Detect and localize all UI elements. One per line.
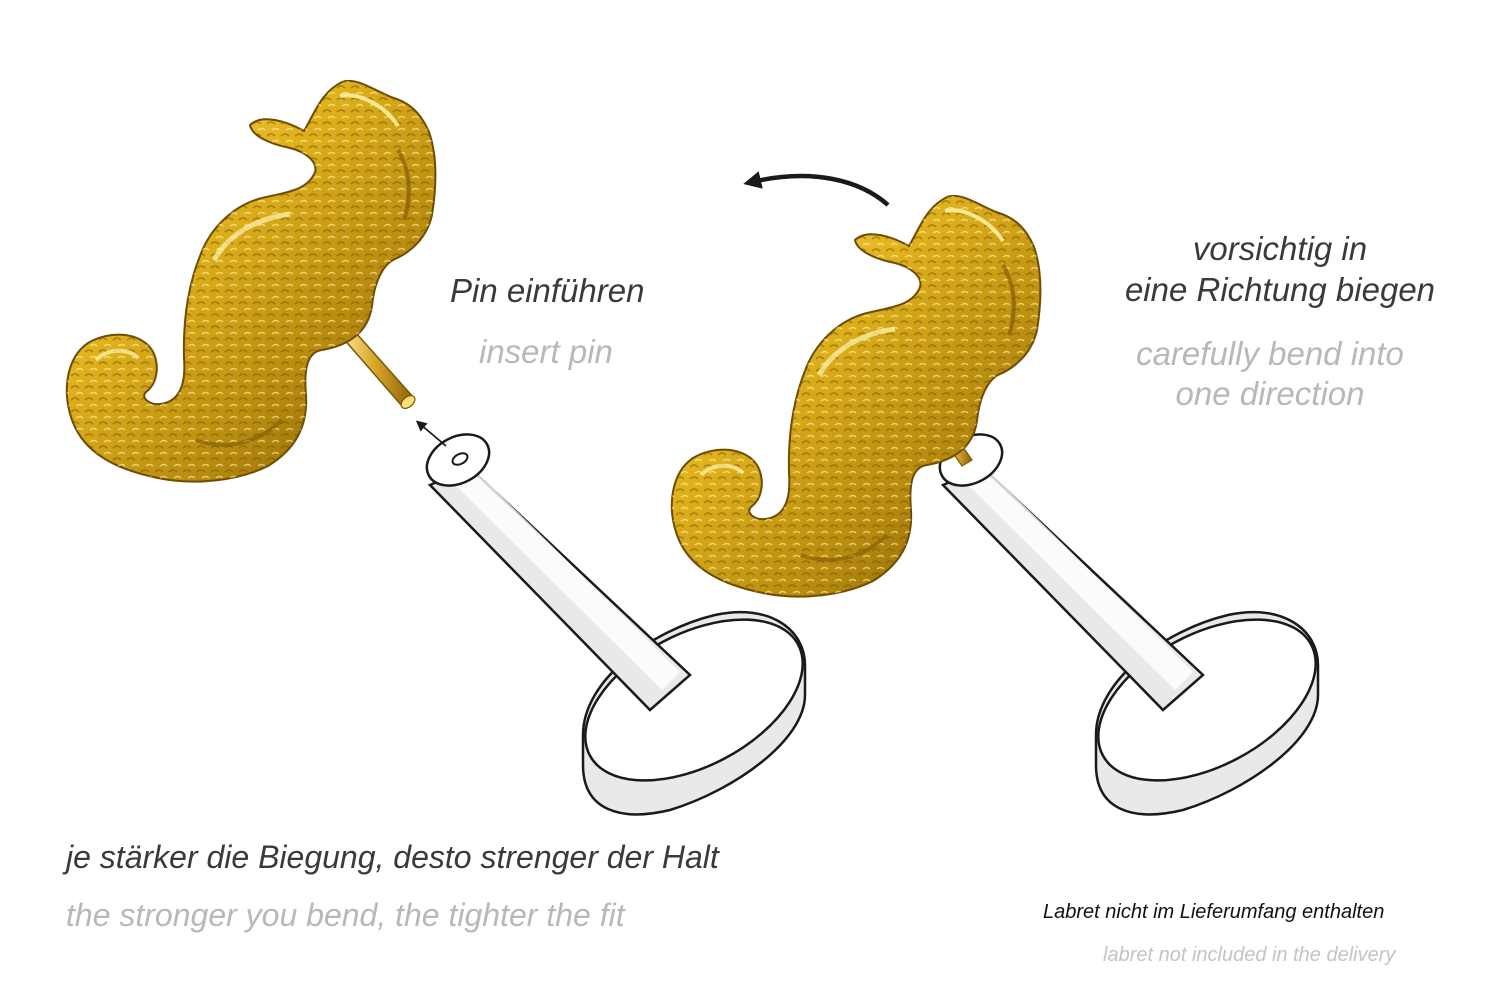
left-seahorse bbox=[67, 81, 436, 482]
left-labret bbox=[416, 422, 831, 816]
insert-pin-label-de: Pin einführen bbox=[450, 272, 645, 309]
fit-note-de: je stärker die Biegung, desto strenger d… bbox=[66, 839, 719, 875]
rotate-arrow-icon bbox=[743, 171, 890, 207]
bend-label-de-line2: eine Richtung biegen bbox=[1124, 271, 1436, 308]
insert-pin-label-en: insert pin bbox=[479, 333, 613, 370]
right-seahorse-body bbox=[672, 196, 1041, 597]
right-labret bbox=[929, 422, 1344, 816]
bend-label-en-line2: one direction bbox=[1175, 375, 1365, 412]
insert-arrow-icon bbox=[415, 420, 447, 447]
fit-note-en: the stronger you bend, the tighter the f… bbox=[66, 897, 625, 933]
delivery-note-en: labret not included in the delivery bbox=[1103, 944, 1396, 966]
delivery-note-de: Labret nicht im Lieferumfang enthalten bbox=[1043, 901, 1385, 923]
bend-label-de-line1: vorsichtig in bbox=[1192, 230, 1368, 267]
bend-label-en-line1: carefully bend into bbox=[1136, 335, 1404, 372]
